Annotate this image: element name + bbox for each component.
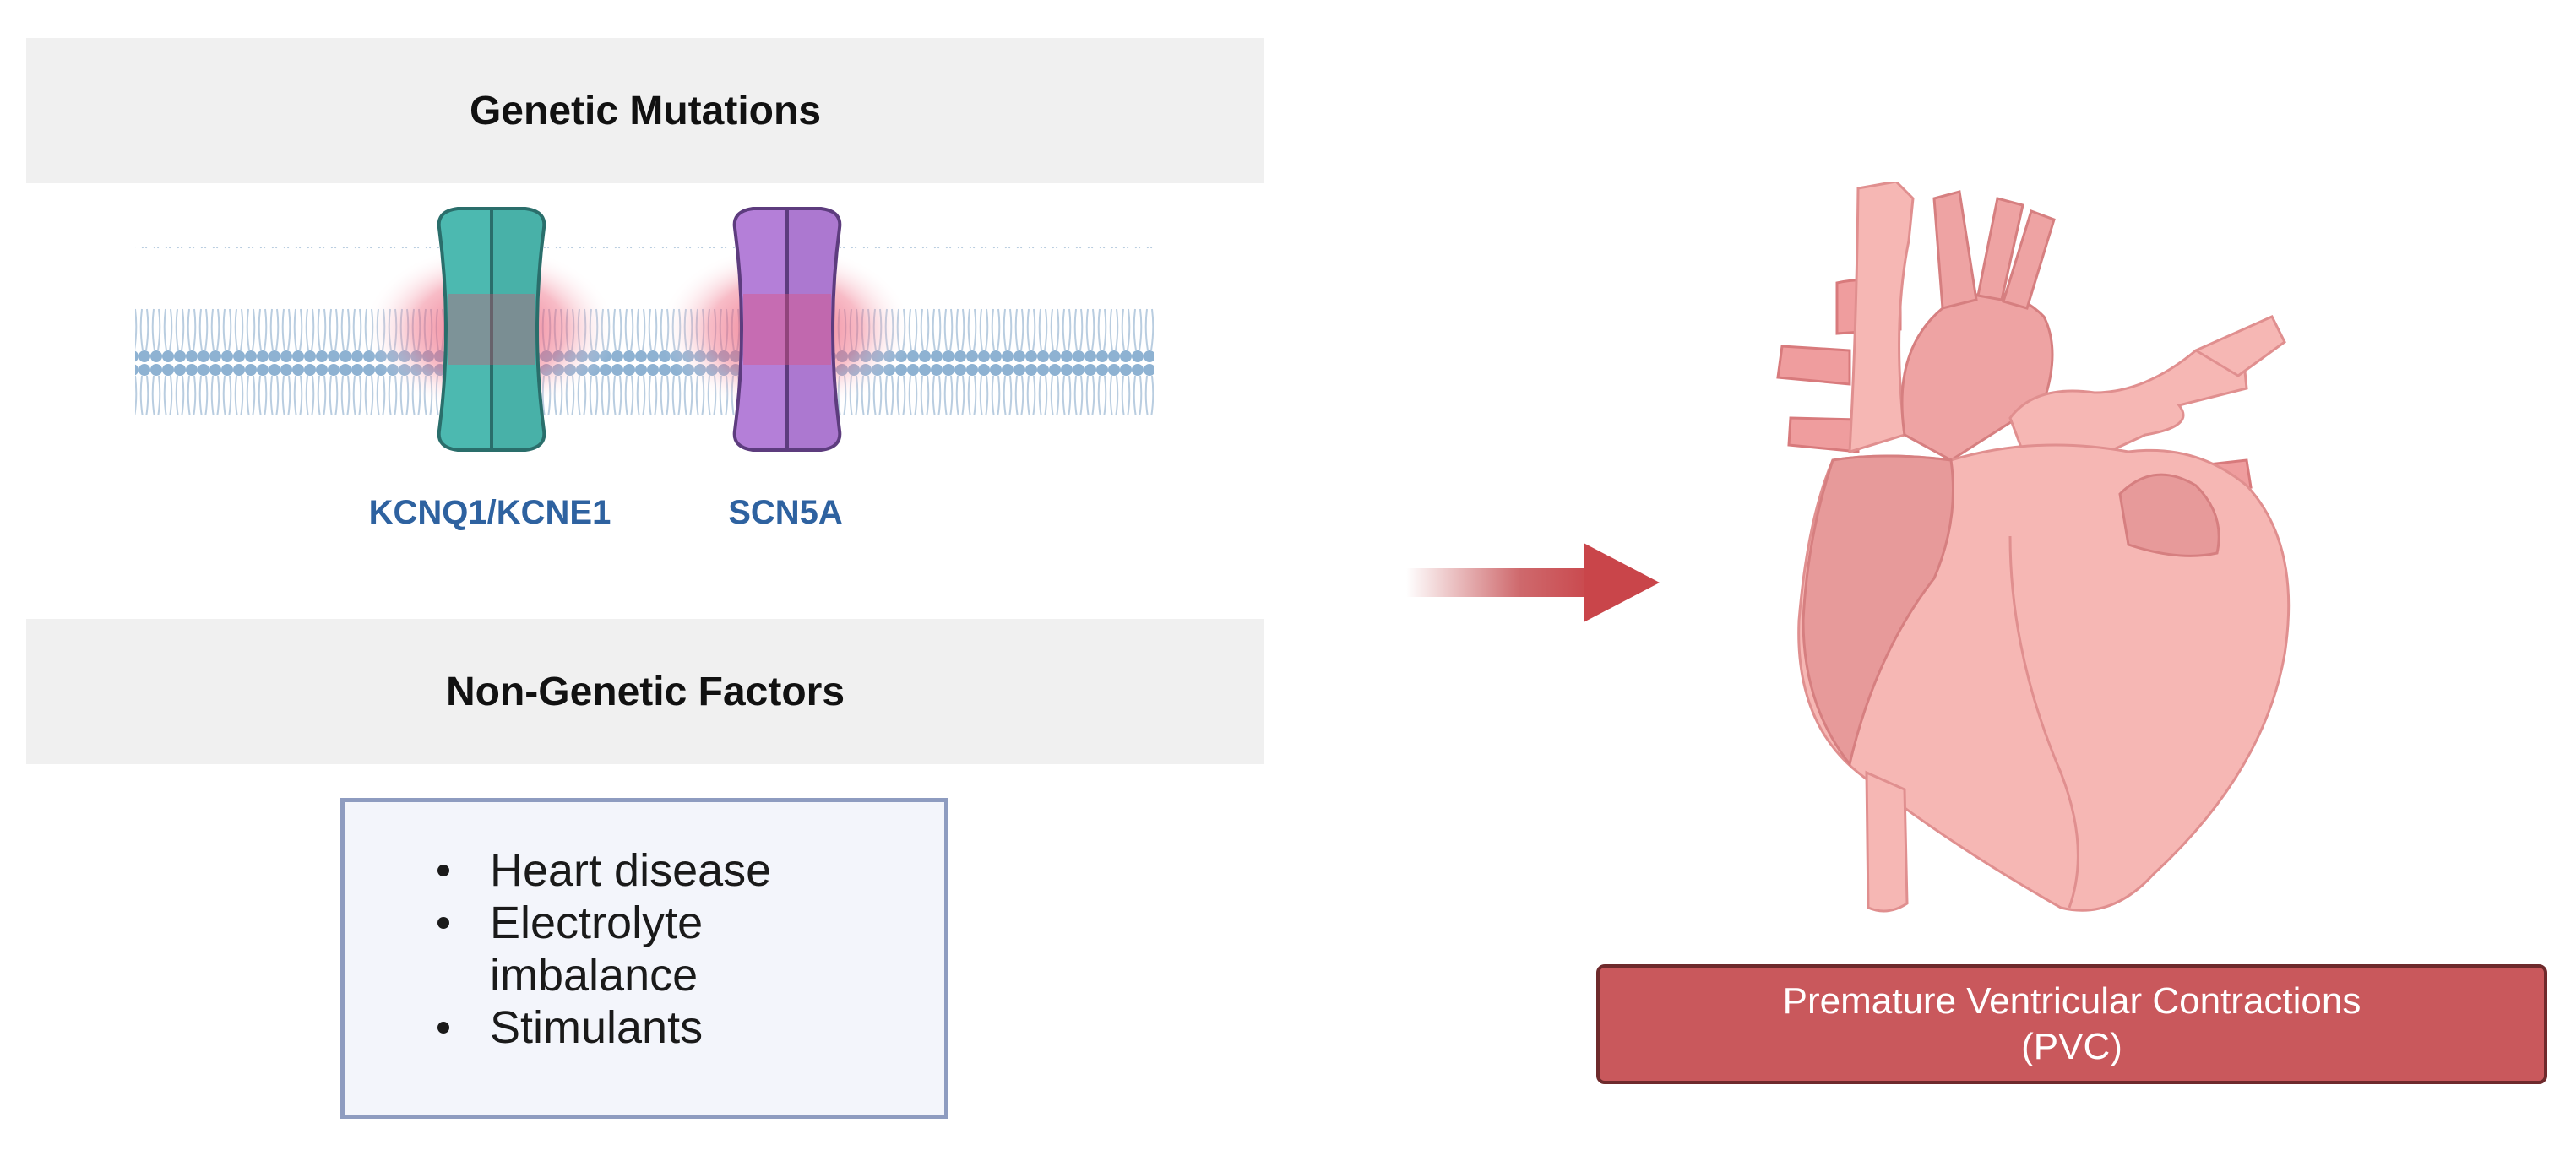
list-item: Heart disease: [345, 844, 845, 897]
kcnq1-kcne1-channel-icon: [363, 207, 617, 452]
right-arrow-icon: [1406, 543, 1660, 622]
bullet-icon: [437, 917, 449, 929]
lipid-bilayer: [135, 247, 1154, 415]
scn5a-channel-icon: [659, 207, 912, 452]
genetic-mutations-header: Genetic Mutations: [26, 38, 1264, 183]
pvc-outcome-box: Premature Ventricular Contractions (PVC): [1596, 964, 2547, 1084]
non-genetic-factors-list: Heart disease Electrolyte imbalance Stim…: [345, 802, 944, 1054]
pvc-box-line2: (PVC): [2021, 1026, 2122, 1067]
kcnq1-kcne1-label: KCNQ1/KCNE1: [368, 494, 611, 531]
non-genetic-factors-title: Non-Genetic Factors: [445, 669, 845, 714]
genetic-mutations-title: Genetic Mutations: [469, 88, 822, 133]
bullet-icon: [437, 1022, 449, 1034]
non-genetic-factors-header: Non-Genetic Factors: [26, 619, 1264, 764]
list-item-text: Heart disease: [490, 845, 772, 896]
scn5a-label: SCN5A: [728, 494, 843, 531]
pvc-box-line1: Premature Ventricular Contractions: [1782, 980, 2361, 1022]
list-item: Stimulants: [345, 1001, 845, 1054]
list-item-text: Stimulants: [490, 1002, 704, 1053]
non-genetic-factors-box: Heart disease Electrolyte imbalance Stim…: [340, 798, 948, 1119]
membrane-illustration: [135, 207, 1154, 452]
bullet-icon: [437, 865, 449, 876]
list-item-text: Electrolyte imbalance: [490, 898, 704, 1001]
heart-icon: [1776, 182, 2291, 913]
list-item: Electrolyte imbalance: [345, 897, 845, 1001]
